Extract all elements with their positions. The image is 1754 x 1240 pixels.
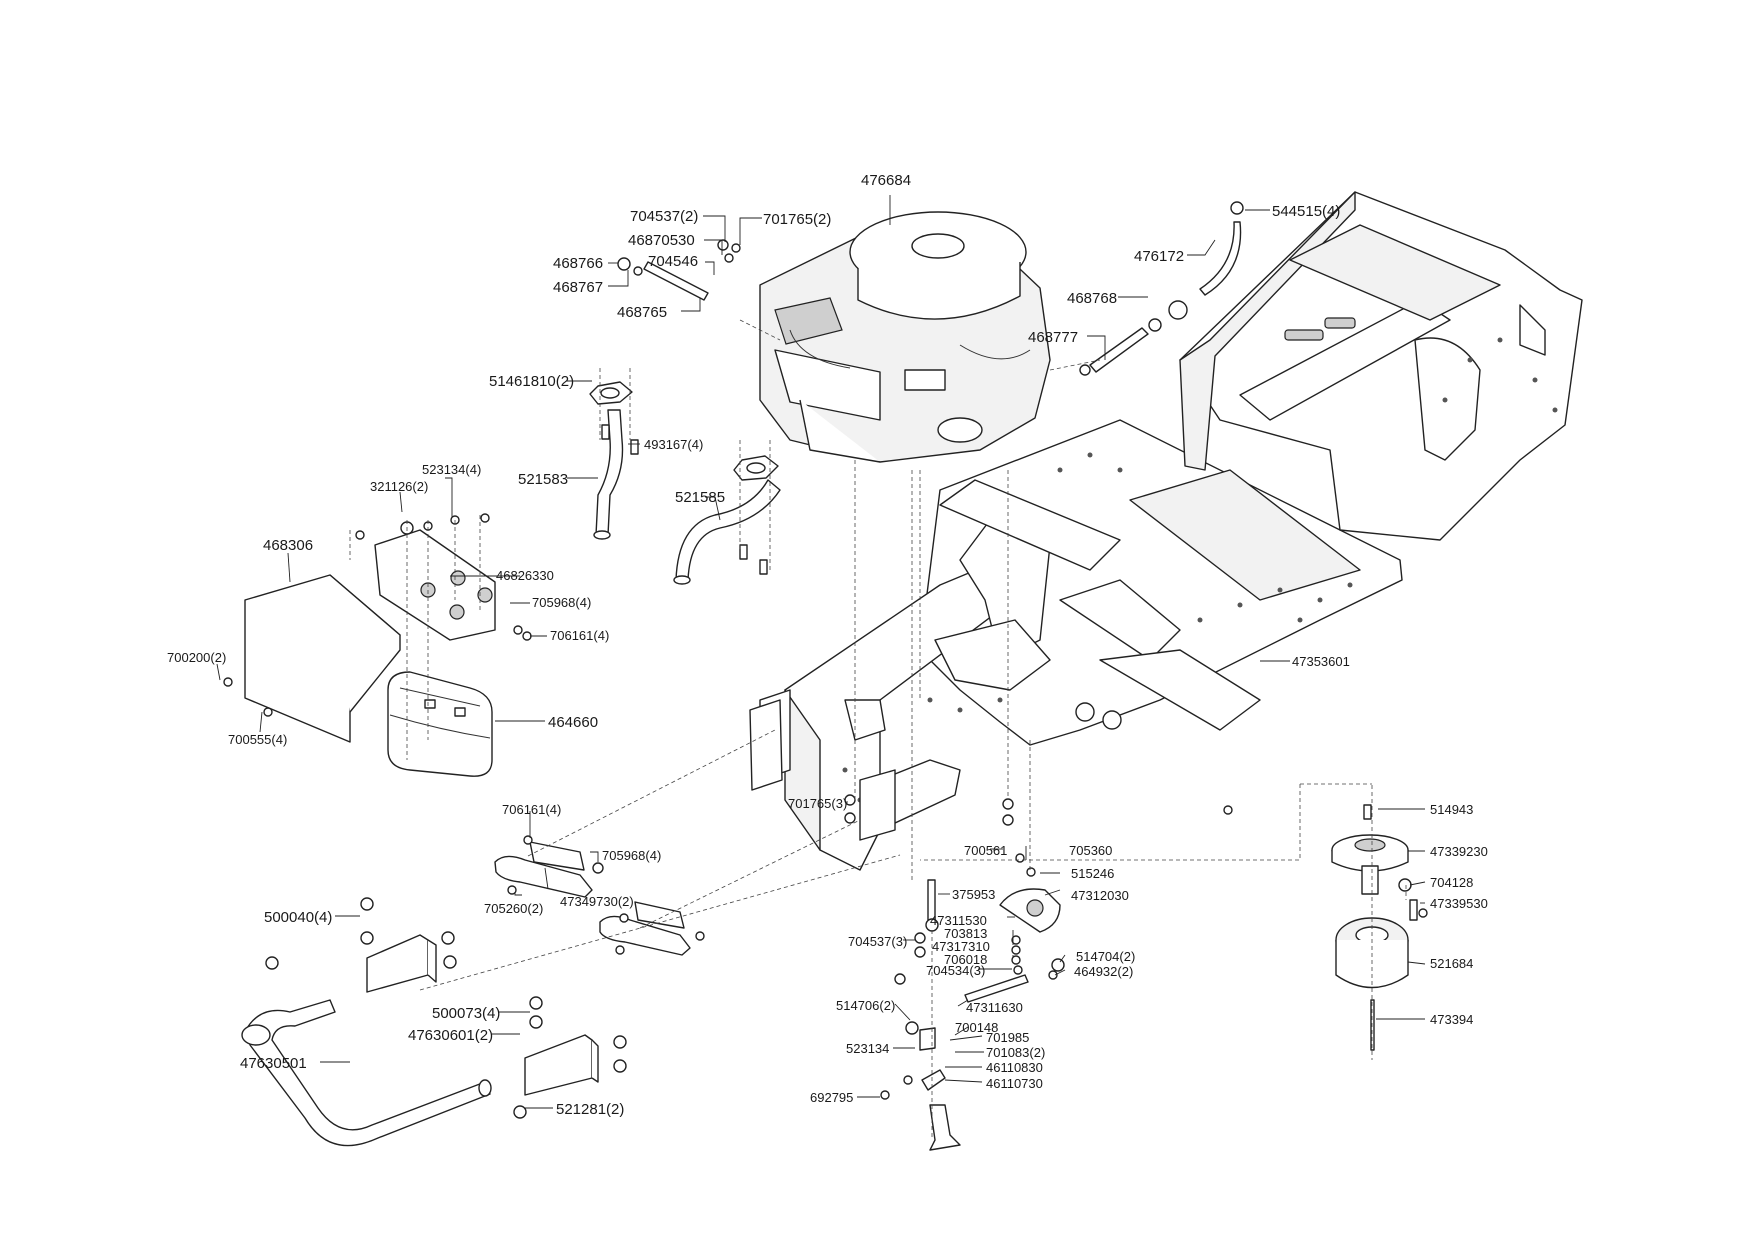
label-704546: 704546 [648,253,698,270]
callout-labels: 476684 704537(2) 701765(2) 46870530 7045… [167,172,1488,1118]
label-692795: 692795 [810,1090,853,1105]
label-515246: 515246 [1071,866,1114,881]
label-705260-2: 705260(2) [484,901,543,916]
brake-linkage-47311630 [903,935,1065,1151]
label-47311630: 47311630 [966,1000,1023,1015]
assembly-lines [349,319,1407,1140]
label-47339230: 47339230 [1430,844,1488,859]
label-701985: 701985 [986,1030,1029,1045]
label-46826330: 46826330 [496,568,554,583]
exhaust-pipe-521585 [673,455,781,585]
label-706018: 706018 [944,952,987,967]
label-473394: 473394 [1430,1012,1473,1027]
leader-lines [216,195,1426,1109]
label-47311530: 47311530 [930,913,987,928]
throttle-rod-468765 [617,239,741,301]
clutch-521684 [1335,878,1418,1051]
label-51461810-2: 51461810(2) [489,373,574,390]
fuel-line-476172 [1079,201,1244,376]
label-700200-2: 700200(2) [167,650,226,665]
bumper-bar-47630501 [241,999,492,1147]
label-46110730: 46110730 [986,1076,1043,1091]
label-47630501: 47630501 [240,1055,307,1072]
label-47630601-2: 47630601(2) [408,1027,493,1044]
label-47339530: 47339530 [1430,896,1488,911]
axle-bracket-47349730 [494,841,691,956]
label-700148: 700148 [955,1020,998,1035]
label-468765: 468765 [617,304,667,321]
label-46870530: 46870530 [628,232,695,249]
label-375953: 375953 [952,887,995,902]
label-700555-4: 700555(4) [228,732,287,747]
label-703813: 703813 [944,926,987,941]
label-704537-3: 704537(3) [848,934,907,949]
label-705360: 705360 [1069,843,1112,858]
label-47349730-2: 47349730(2) [560,894,634,909]
label-701765-2: 701765(2) [763,211,831,228]
label-704128: 704128 [1430,875,1473,890]
label-493167-4: 493167(4) [644,437,703,452]
idler-arm-47312030 [925,879,1061,933]
label-523134-4: 523134(4) [422,462,481,477]
label-701765-3: 701765(3) [788,796,847,811]
label-500073-4: 500073(4) [432,1005,500,1022]
label-476684: 476684 [861,172,911,189]
label-514706-2: 514706(2) [836,998,895,1013]
label-521583: 521583 [518,471,568,488]
label-468766: 468766 [553,255,603,272]
label-704534-3: 704534(3) [926,963,985,978]
label-514704-2: 514704(2) [1076,949,1135,964]
heat-shield-468306 [244,574,401,743]
frame-47353601 [749,191,1583,871]
label-464660: 464660 [548,714,598,731]
label-521281-2: 521281(2) [556,1101,624,1118]
hardware-bolts-nuts [223,521,1428,1119]
label-700561: 700561 [964,843,1007,858]
label-468306: 468306 [263,537,313,554]
label-705968-4a: 705968(4) [532,595,591,610]
pulley-47339230 [1331,804,1409,895]
muffler-464660 [387,671,493,777]
label-476172: 476172 [1134,248,1184,265]
label-706161-4b: 706161(4) [502,802,561,817]
label-468768: 468768 [1067,290,1117,307]
engine-476684 [759,211,1051,463]
label-47317310: 47317310 [932,939,990,954]
label-705968-4b: 705968(4) [602,848,661,863]
label-544515-4: 544515(4) [1272,203,1340,220]
muffler-bracket-46826330 [374,513,496,641]
label-701083-2: 701083(2) [986,1045,1045,1060]
label-464932-2: 464932(2) [1074,964,1133,979]
front-bracket-47630601 [366,934,599,1096]
label-704537-2: 704537(2) [630,208,698,225]
label-321126-2: 321126(2) [370,479,428,494]
label-500040-4: 500040(4) [264,909,332,926]
label-521684: 521684 [1430,956,1473,971]
label-47353601: 47353601 [1292,654,1350,669]
label-706161-4a: 706161(4) [550,628,609,643]
label-47312030: 47312030 [1071,888,1129,903]
label-46110830: 46110830 [986,1060,1043,1075]
label-514943: 514943 [1430,802,1473,817]
label-468777: 468777 [1028,329,1078,346]
label-521585: 521585 [675,489,725,506]
exhaust-pipe-521583 [589,381,639,540]
label-468767: 468767 [553,279,603,296]
label-523134: 523134 [846,1041,889,1056]
